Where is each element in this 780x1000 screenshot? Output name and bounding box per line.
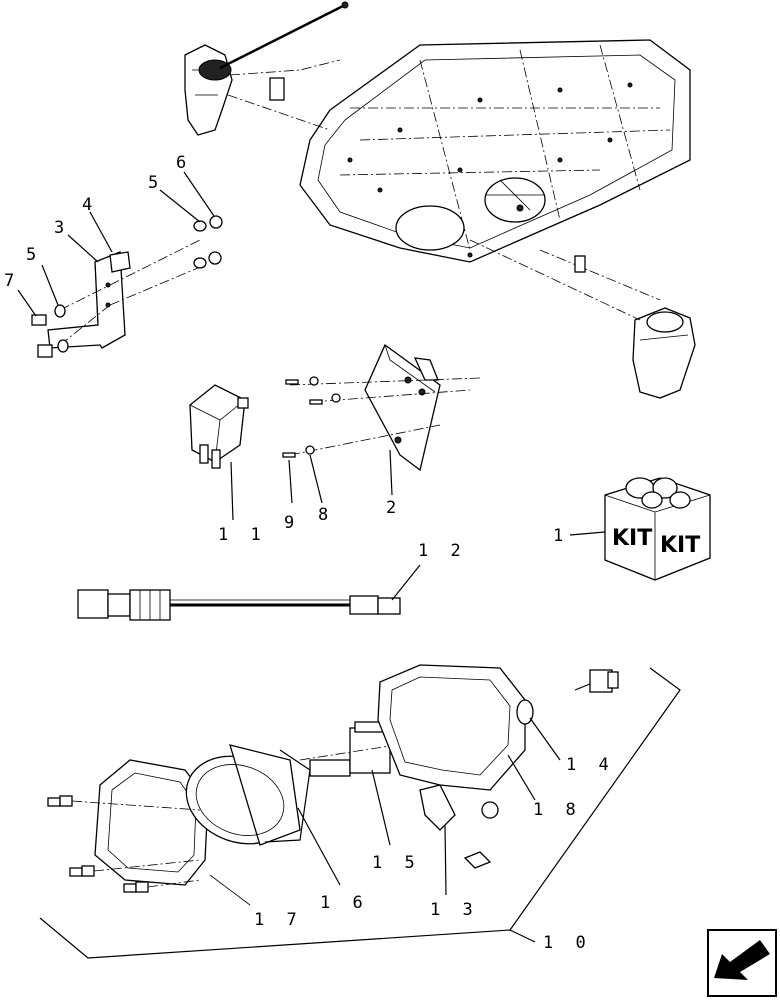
callouts: 1 2 3 4 5 5 6 7 8 9 1 0 1 1 1 2 1 3 1 4 … <box>4 153 615 953</box>
lamp-bulb <box>299 721 461 777</box>
mounting-bracket <box>31 215 223 358</box>
callout-12: 1 2 <box>418 541 467 561</box>
callout-10: 1 0 <box>543 933 592 953</box>
right-work-lamp-housing <box>469 239 696 399</box>
callout-5b: 5 <box>26 245 36 265</box>
kit-box: KIT KIT <box>604 477 711 581</box>
callout-18: 1 8 <box>533 800 582 820</box>
callout-1: 1 <box>553 526 563 546</box>
callout-2: 2 <box>386 498 396 518</box>
kit-label-right: KIT <box>660 533 700 558</box>
lamp-housing <box>377 664 534 869</box>
callout-7: 7 <box>4 271 14 291</box>
screws <box>47 795 201 893</box>
cab-roof <box>299 39 691 263</box>
callout-15: 1 5 <box>372 853 421 873</box>
lamp-lens <box>185 744 311 846</box>
lamp-bezel <box>94 759 209 886</box>
kit-label-left: KIT <box>612 526 652 551</box>
callout-9: 9 <box>284 513 294 533</box>
callout-16: 1 6 <box>320 893 369 913</box>
control-module <box>189 384 249 469</box>
callout-8: 8 <box>318 505 328 525</box>
callout-11: 1 1 <box>218 525 267 545</box>
arrow-icon[interactable] <box>707 929 777 997</box>
callout-5a: 5 <box>148 173 158 193</box>
callout-4: 4 <box>82 195 92 215</box>
callout-3: 3 <box>54 218 64 238</box>
left-work-lamp-housing <box>184 1 349 136</box>
leader-lines <box>17 171 606 943</box>
callout-13: 1 3 <box>430 900 479 920</box>
callout-6: 6 <box>176 153 186 173</box>
callout-17: 1 7 <box>254 910 303 930</box>
callout-14: 1 4 <box>566 755 615 775</box>
lamp-switch <box>574 669 619 693</box>
wiring-harness <box>77 589 401 621</box>
mounting-plate <box>282 344 481 472</box>
